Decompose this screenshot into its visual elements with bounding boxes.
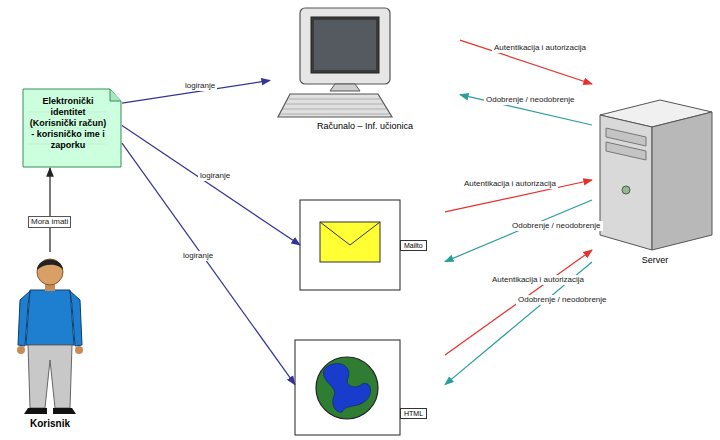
shoe bbox=[53, 408, 76, 414]
hand bbox=[75, 346, 83, 354]
connector-label: Odobrenje / neodobrenje bbox=[484, 95, 577, 105]
computer-node: Računalo – Inf. učionica bbox=[270, 5, 460, 135]
node-label: Korisnik bbox=[10, 418, 90, 429]
node-label: HTML bbox=[400, 408, 427, 419]
connector bbox=[445, 262, 592, 385]
document-outline bbox=[23, 89, 121, 167]
monitor-screen bbox=[311, 17, 379, 73]
keyboard-keys bbox=[280, 99, 389, 114]
connector-label: Odobrenje / neodobrenje bbox=[516, 295, 609, 305]
document-node: Elektronički identitet (Korisnički račun… bbox=[22, 88, 122, 168]
connector-label: logiranje bbox=[198, 171, 232, 181]
key-row bbox=[283, 109, 386, 110]
mail-frame bbox=[300, 200, 400, 290]
web-node: HTML bbox=[295, 340, 445, 437]
document-corner bbox=[110, 89, 121, 101]
envelope-flap bbox=[320, 222, 380, 245]
node-label: Server bbox=[630, 255, 680, 265]
connector-label: Autentikacija i autorizacija bbox=[490, 275, 586, 285]
key-row bbox=[286, 104, 383, 105]
drive-bay bbox=[606, 142, 646, 160]
server-node: Server bbox=[592, 70, 717, 270]
arm bbox=[70, 291, 82, 346]
globe-continent bbox=[323, 363, 370, 412]
connector-label: logiranje bbox=[181, 251, 215, 261]
key-row bbox=[280, 114, 389, 115]
mail-icon bbox=[300, 200, 400, 290]
connector-label: Autentikacija i autorizacija bbox=[492, 43, 588, 53]
connector-label: Mora imati bbox=[28, 216, 71, 228]
shirt bbox=[26, 290, 74, 345]
globe bbox=[316, 357, 378, 419]
web-icon bbox=[295, 340, 400, 435]
node-label: Računalo – Inf. učionica bbox=[270, 121, 460, 131]
web-frame bbox=[295, 340, 400, 435]
arm bbox=[18, 291, 30, 346]
monitor-bezel bbox=[300, 8, 390, 84]
screen-glare bbox=[314, 20, 376, 70]
connector bbox=[460, 40, 592, 84]
connector bbox=[122, 126, 300, 245]
connector bbox=[49, 168, 50, 252]
hand bbox=[17, 346, 25, 354]
power-button bbox=[622, 186, 630, 194]
shoe bbox=[24, 408, 47, 414]
keyboard bbox=[278, 94, 392, 117]
connector-label: Odobrenje / neodobrenje bbox=[510, 221, 603, 231]
node-label: Elektronički identitet (Korisnički račun… bbox=[22, 88, 122, 159]
server-icon bbox=[600, 100, 712, 250]
head bbox=[37, 259, 63, 285]
computer-icon bbox=[278, 8, 392, 117]
hair bbox=[37, 260, 63, 271]
person-figure bbox=[17, 259, 83, 414]
person-node: Korisnik bbox=[10, 252, 90, 437]
connector bbox=[460, 95, 592, 125]
trousers bbox=[28, 345, 72, 408]
connector bbox=[445, 180, 592, 212]
connector bbox=[122, 143, 295, 384]
monitor-stand bbox=[330, 84, 360, 91]
server-front bbox=[600, 115, 652, 250]
server-side bbox=[652, 112, 712, 250]
connector-label: Autentikacija i autorizacija bbox=[462, 179, 558, 189]
mail-node: Mailto bbox=[300, 200, 445, 292]
connector-label: logiranje bbox=[183, 81, 217, 91]
connector bbox=[122, 80, 270, 103]
node-label: Mailto bbox=[400, 240, 427, 251]
key-row bbox=[289, 99, 380, 100]
envelope bbox=[320, 222, 380, 262]
